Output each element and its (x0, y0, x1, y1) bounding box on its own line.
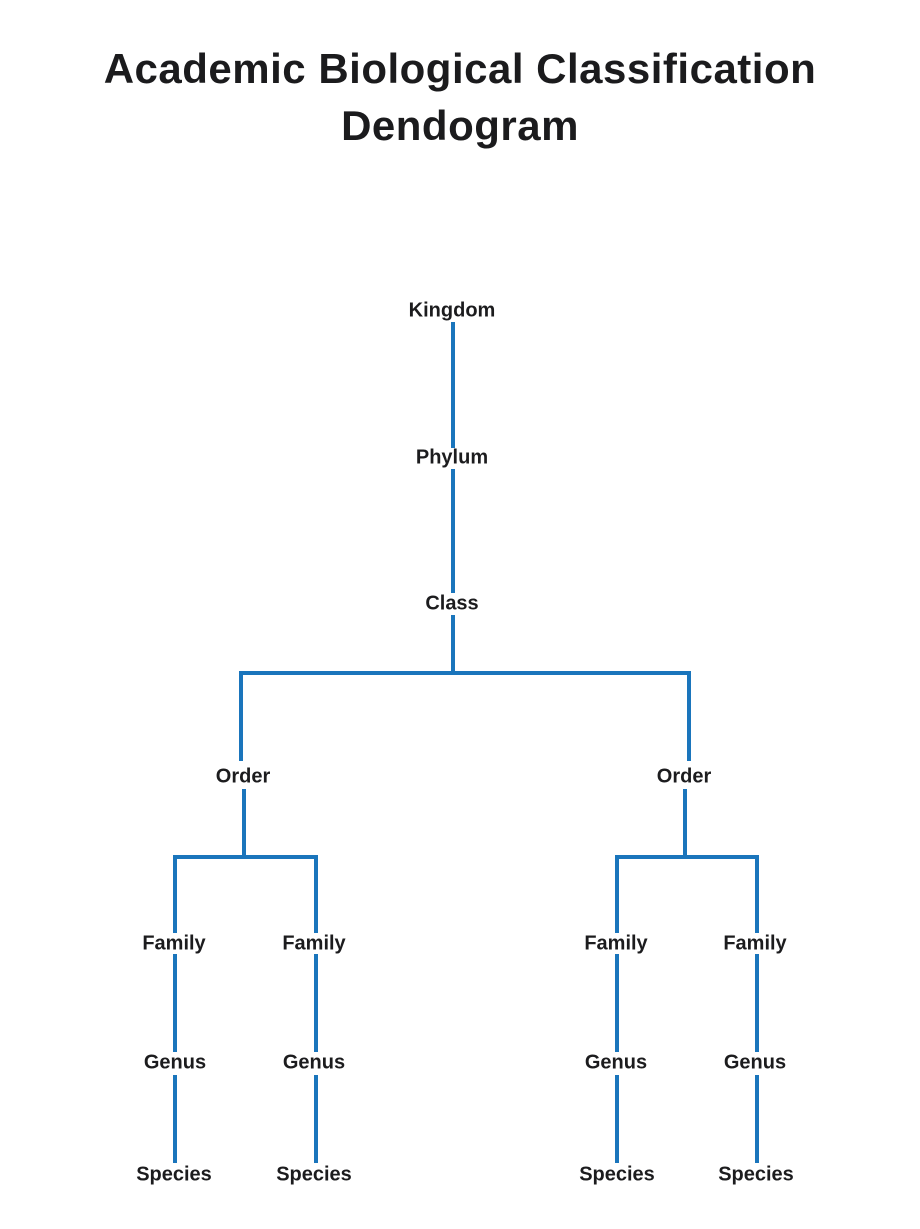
tree-node-label-species-right-1: Species (579, 1163, 655, 1186)
tree-edge-vertical (173, 954, 177, 1052)
tree-node-label-genus-right-2: Genus (723, 1051, 787, 1074)
tree-node-label-order-right: Order (656, 765, 712, 788)
page-title-line1: Academic Biological Classification (103, 45, 817, 92)
tree-edge-horizontal (173, 855, 318, 859)
tree-edge-vertical (615, 954, 619, 1052)
tree-edge-vertical (314, 954, 318, 1052)
tree-edge-vertical (242, 789, 246, 859)
tree-node-label-phylum: Phylum (415, 446, 489, 469)
tree-edge-vertical (683, 789, 687, 859)
tree-edge-vertical (615, 1075, 619, 1163)
tree-node-label-species-right-2: Species (718, 1163, 794, 1186)
tree-edge-vertical (451, 615, 455, 675)
tree-node-label-order-left: Order (215, 765, 271, 788)
tree-edge-vertical (239, 671, 243, 761)
tree-edge-vertical (314, 1075, 318, 1163)
tree-edge-vertical (451, 469, 455, 593)
tree-edge-vertical (687, 671, 691, 761)
tree-edge-vertical (755, 855, 759, 933)
page-title-line2: Dendogram (341, 102, 579, 149)
page-title: Academic Biological Classification Dendo… (0, 40, 920, 154)
tree-node-label-family-left-1: Family (142, 932, 206, 955)
tree-edge-horizontal (239, 671, 691, 675)
tree-edge-vertical (755, 1075, 759, 1163)
tree-edge-vertical (173, 1075, 177, 1163)
tree-edge-vertical (173, 855, 177, 933)
tree-node-label-family-right-2: Family (723, 932, 787, 955)
tree-edge-vertical (451, 322, 455, 448)
tree-node-label-class: Class (425, 592, 479, 615)
tree-edge-vertical (755, 954, 759, 1052)
tree-node-label-genus-right-1: Genus (584, 1051, 648, 1074)
tree-node-label-genus-left-2: Genus (282, 1051, 346, 1074)
tree-node-label-genus-left-1: Genus (143, 1051, 207, 1074)
tree-node-label-family-left-2: Family (282, 932, 346, 955)
tree-node-label-kingdom: Kingdom (408, 299, 496, 322)
tree-node-label-species-left-1: Species (136, 1163, 212, 1186)
tree-node-label-species-left-2: Species (276, 1163, 352, 1186)
tree-edge-horizontal (615, 855, 759, 859)
tree-edge-vertical (615, 855, 619, 933)
tree-edge-vertical (314, 855, 318, 933)
tree-node-label-family-right-1: Family (584, 932, 648, 955)
